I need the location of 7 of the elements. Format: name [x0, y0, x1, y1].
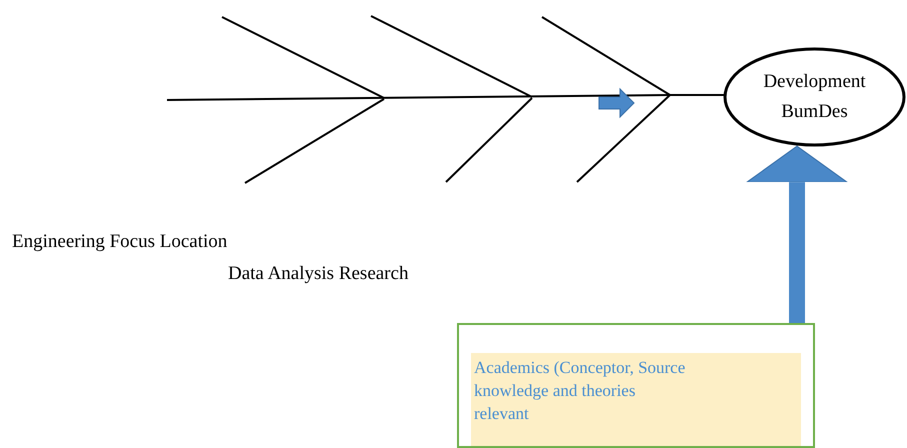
ellipse-node — [723, 47, 906, 147]
box-text: Academics (Conceptor, Source knowledge and theories relevant — [474, 357, 686, 425]
note-text: Engineering Focus Location — [12, 231, 228, 253]
note-text: Data Analysis Research — [228, 263, 408, 285]
block-arrow — [746, 146, 848, 323]
text-box — [457, 323, 815, 448]
node-label: Development BumDes — [762, 70, 867, 124]
